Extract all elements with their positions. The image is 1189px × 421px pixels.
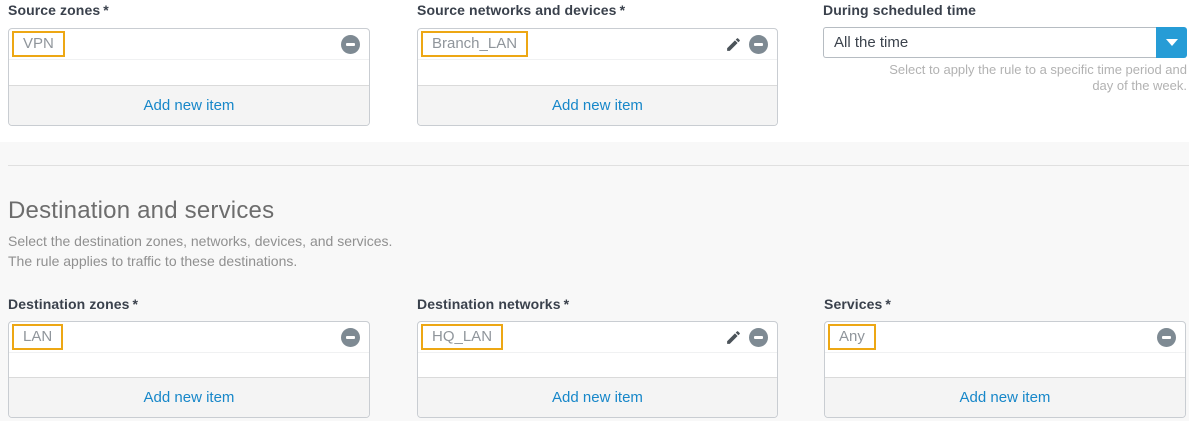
- remove-item-icon[interactable]: [341, 34, 360, 54]
- destination-zones-label-text: Destination zones: [8, 296, 130, 312]
- add-new-item-label: Add new item: [552, 97, 643, 114]
- destination-subtitle-line2: The rule applies to traffic to these des…: [8, 253, 298, 269]
- destination-zone-tag-lan[interactable]: LAN: [12, 324, 64, 350]
- row-icons: [341, 34, 360, 54]
- destination-zones-field: Destination zones* LAN Add new item: [8, 296, 370, 418]
- add-new-item-label: Add new item: [143, 389, 235, 406]
- row-icons: [724, 34, 768, 54]
- remove-item-icon[interactable]: [1157, 327, 1176, 347]
- services-label-text: Services: [824, 296, 883, 312]
- schedule-help-line2: day of the week.: [1092, 78, 1187, 93]
- schedule-help-line1: Select to apply the rule to a specific t…: [889, 62, 1187, 77]
- row-icons: [341, 327, 360, 347]
- schedule-label: During scheduled time: [823, 2, 977, 18]
- destination-networks-box: HQ_LAN Add new item: [417, 321, 778, 418]
- services-field: Services* Any Add new item: [824, 296, 1186, 418]
- source-zones-box: VPN Add new item: [8, 28, 370, 126]
- required-asterisk: *: [619, 2, 626, 18]
- destination-networks-item-row: HQ_LAN: [418, 322, 777, 353]
- required-asterisk: *: [563, 296, 570, 312]
- destination-networks-add-button[interactable]: Add new item: [418, 377, 777, 417]
- services-box: Any Add new item: [824, 321, 1186, 418]
- schedule-help-text: Select to apply the rule to a specific t…: [823, 62, 1187, 94]
- box-empty-area: [418, 60, 777, 85]
- source-zones-field: Source zones* VPN Add new item: [8, 2, 370, 126]
- destination-networks-label-text: Destination networks: [417, 296, 561, 312]
- destination-zones-item-row: LAN: [9, 322, 369, 353]
- source-zones-item-row: VPN: [9, 29, 369, 60]
- destination-network-tag-hq-lan[interactable]: HQ_LAN: [421, 324, 504, 350]
- destination-section: Destination and services Select the dest…: [0, 142, 1189, 421]
- box-empty-area: [418, 353, 777, 377]
- source-zone-tag-vpn[interactable]: VPN: [12, 31, 65, 57]
- destination-networks-label: Destination networks*: [417, 296, 778, 312]
- schedule-selected-value[interactable]: All the time: [823, 27, 1156, 58]
- box-empty-area: [825, 353, 1185, 377]
- remove-item-icon[interactable]: [749, 34, 768, 54]
- destination-subtitle-line1: Select the destination zones, networks, …: [8, 233, 393, 249]
- source-networks-item-row: Branch_LAN: [418, 29, 777, 60]
- required-asterisk: *: [885, 296, 891, 312]
- source-network-tag-branch-lan[interactable]: Branch_LAN: [421, 31, 529, 57]
- required-asterisk: *: [103, 2, 109, 18]
- source-networks-box: Branch_LAN Add new item: [417, 28, 778, 126]
- source-zones-label: Source zones*: [8, 2, 370, 18]
- destination-zones-box: LAN Add new item: [8, 321, 370, 418]
- destination-zones-add-button[interactable]: Add new item: [9, 377, 369, 417]
- row-icons: [1157, 327, 1176, 347]
- add-new-item-label: Add new item: [959, 389, 1051, 406]
- section-divider: [8, 165, 1189, 166]
- edit-item-icon[interactable]: [724, 35, 742, 53]
- source-networks-label: Source networks and devices*: [417, 2, 778, 18]
- row-icons: [724, 327, 768, 347]
- required-asterisk: *: [132, 296, 139, 312]
- services-item-row: Any: [825, 322, 1185, 353]
- destination-networks-field: Destination networks* HQ_LAN Add new ite…: [417, 296, 778, 418]
- destination-zones-label: Destination zones*: [8, 296, 370, 312]
- remove-item-icon[interactable]: [749, 327, 768, 347]
- add-new-item-label: Add new item: [552, 389, 643, 406]
- schedule-field: During scheduled time All the time Selec…: [823, 2, 1188, 94]
- remove-item-icon[interactable]: [341, 327, 360, 347]
- destination-section-subtitle: Select the destination zones, networks, …: [8, 231, 392, 271]
- source-zones-label-text: Source zones: [8, 2, 101, 18]
- service-tag-any[interactable]: Any: [828, 324, 876, 350]
- add-new-item-label: Add new item: [143, 97, 235, 114]
- source-networks-add-button[interactable]: Add new item: [418, 85, 777, 125]
- source-zones-add-button[interactable]: Add new item: [9, 85, 369, 125]
- schedule-select[interactable]: All the time: [823, 27, 1187, 58]
- services-label: Services*: [824, 296, 1186, 312]
- source-networks-field: Source networks and devices* Branch_LAN …: [417, 2, 778, 126]
- destination-section-title: Destination and services: [8, 197, 275, 224]
- chevron-down-icon[interactable]: [1156, 27, 1187, 58]
- services-add-button[interactable]: Add new item: [825, 377, 1185, 417]
- box-empty-area: [9, 60, 369, 85]
- source-section: Source zones* VPN Add new item Source ne…: [0, 0, 1189, 142]
- edit-item-icon[interactable]: [724, 328, 742, 346]
- source-networks-label-text: Source networks and devices: [417, 2, 617, 18]
- box-empty-area: [9, 353, 369, 377]
